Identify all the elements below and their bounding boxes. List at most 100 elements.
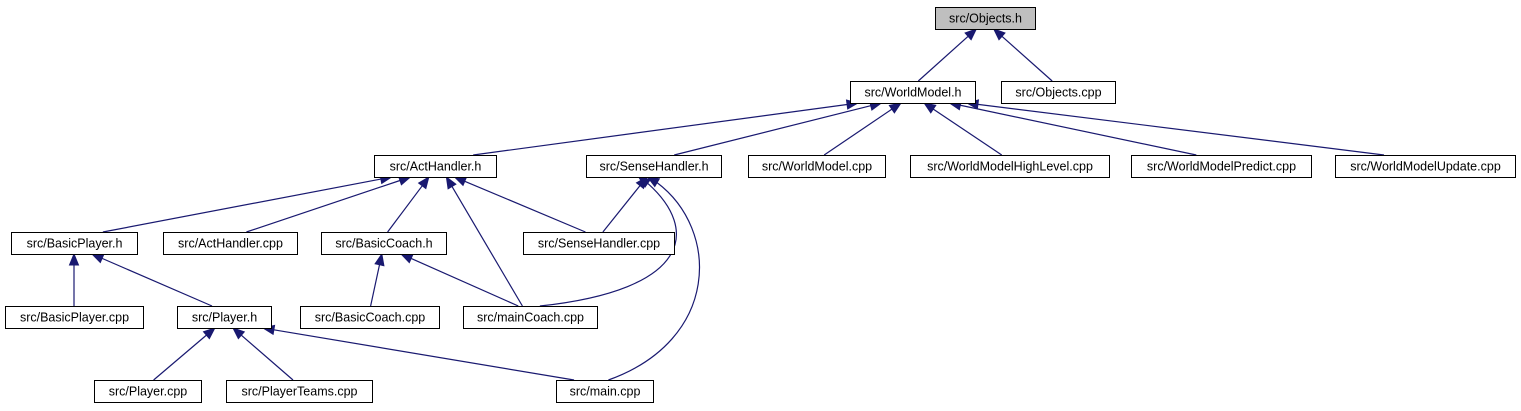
arrowhead-icon: [964, 28, 978, 41]
node-acthandler-h[interactable]: src/ActHandler.h: [374, 155, 497, 178]
node-box: [226, 380, 373, 403]
edge-line: [101, 257, 213, 307]
node-label: src/SenseHandler.cpp: [538, 237, 660, 251]
edge-line: [246, 179, 401, 233]
node-box: [300, 306, 440, 329]
edge-line: [102, 178, 381, 233]
edge-player-cpp-to-player-h: [153, 327, 216, 381]
node-worldmodel-h[interactable]: src/WorldModel.h: [850, 81, 976, 104]
arrowhead-icon: [445, 175, 457, 190]
node-box: [850, 81, 976, 104]
edge-objects-cpp-to-objects-h: [992, 28, 1053, 82]
nodes-layer: src/Objects.h src/WorldModel.h src/Objects…: [5, 7, 1516, 403]
node-label: src/PlayerTeams.cpp: [241, 385, 357, 399]
edge-playerteams-cpp-to-player-h: [232, 327, 294, 381]
node-label: src/BasicPlayer.cpp: [20, 311, 129, 325]
arrowhead-icon: [417, 175, 430, 190]
node-box: [523, 232, 675, 255]
node-box: [463, 306, 598, 329]
node-player-cpp[interactable]: src/Player.cpp: [94, 380, 202, 403]
edge-line: [153, 334, 207, 381]
node-box: [94, 380, 202, 403]
node-label: src/WorldModel.h: [864, 86, 961, 100]
edge-basiccoach-h-to-acthandler-h: [387, 175, 430, 233]
arrowhead-icon: [68, 252, 80, 266]
edge-basicplayer-cpp-to-basicplayer-h: [68, 252, 80, 306]
edge-line: [539, 182, 677, 307]
edges-layer: [68, 28, 1385, 381]
node-box: [374, 155, 497, 178]
edge-maincoach-cpp-to-sensehandler-h: [539, 176, 677, 307]
node-box: [935, 7, 1036, 30]
node-basiccoach-h[interactable]: src/BasicCoach.h: [321, 232, 447, 255]
edge-basiccoach-cpp-to-basiccoach-h: [370, 252, 385, 307]
arrowhead-icon: [202, 327, 216, 340]
node-label: src/main.cpp: [570, 385, 641, 399]
node-box: [1131, 155, 1312, 178]
node-label: src/WorldModelHighLevel.cpp: [927, 160, 1093, 174]
arrowhead-icon: [90, 253, 105, 264]
node-label: src/Objects.h: [949, 12, 1022, 26]
edge-line: [240, 334, 294, 381]
edge-line: [608, 182, 701, 381]
edge-line: [1001, 35, 1053, 82]
node-label: src/Player.cpp: [109, 385, 188, 399]
edge-worldmodelpredict-cpp-to-worldmodel-h: [948, 100, 1197, 156]
node-objects-h: src/Objects.h: [935, 7, 1036, 30]
node-label: src/Objects.cpp: [1015, 86, 1101, 100]
node-basiccoach-cpp[interactable]: src/BasicCoach.cpp: [300, 306, 440, 329]
edge-line: [451, 186, 523, 307]
node-worldmodelhighlevel-cpp[interactable]: src/WorldModelHighLevel.cpp: [910, 155, 1110, 178]
edge-line: [602, 185, 641, 233]
node-sensehandler-cpp[interactable]: src/SenseHandler.cpp: [523, 232, 675, 255]
edge-sensehandler-h-to-worldmodel-h: [674, 100, 883, 156]
edge-line: [410, 257, 519, 307]
edge-worldmodel-h-to-objects-h: [917, 28, 978, 82]
edge-line: [473, 103, 848, 156]
edge-line: [977, 103, 1385, 156]
node-label: src/WorldModelPredict.cpp: [1147, 160, 1296, 174]
edge-basicplayer-h-to-acthandler-h: [102, 173, 393, 233]
node-label: src/ActHandler.cpp: [178, 237, 283, 251]
node-player-h[interactable]: src/Player.h: [177, 306, 272, 329]
node-box: [910, 155, 1110, 178]
node-box: [5, 306, 144, 329]
node-label: src/BasicCoach.cpp: [315, 311, 426, 325]
edge-worldmodel-cpp-to-worldmodel-h: [823, 102, 903, 156]
node-worldmodelupdate-cpp[interactable]: src/WorldModelUpdate.cpp: [1335, 155, 1516, 178]
node-playerteams-cpp[interactable]: src/PlayerTeams.cpp: [226, 380, 373, 403]
edge-maincoach-cpp-to-basiccoach-h: [399, 253, 519, 307]
node-acthandler-cpp[interactable]: src/ActHandler.cpp: [163, 232, 298, 255]
node-label: src/SenseHandler.h: [599, 160, 708, 174]
edge-line: [823, 108, 893, 156]
node-worldmodel-cpp[interactable]: src/WorldModel.cpp: [748, 155, 886, 178]
edge-main-cpp-to-player-h: [261, 324, 575, 381]
node-label: src/ActHandler.h: [390, 160, 482, 174]
node-box: [1001, 81, 1116, 104]
arrowhead-icon: [232, 327, 246, 340]
node-box: [11, 232, 138, 255]
edge-line: [464, 180, 586, 233]
node-sensehandler-h[interactable]: src/SenseHandler.h: [586, 155, 722, 178]
node-basicplayer-cpp[interactable]: src/BasicPlayer.cpp: [5, 306, 144, 329]
node-maincoach-cpp[interactable]: src/mainCoach.cpp: [463, 306, 598, 329]
arrowhead-icon: [399, 253, 414, 264]
edge-line: [960, 104, 1197, 156]
node-box: [163, 232, 298, 255]
arrowhead-icon: [992, 28, 1006, 41]
edge-worldmodelhighlevel-cpp-to-worldmodel-h: [923, 102, 1003, 156]
edge-line: [674, 105, 871, 156]
node-basicplayer-h[interactable]: src/BasicPlayer.h: [11, 232, 138, 255]
edge-line: [273, 329, 575, 381]
edge-line: [370, 264, 381, 307]
edge-sensehandler-cpp-to-sensehandler-h: [602, 175, 648, 233]
node-box: [748, 155, 886, 178]
node-label: src/BasicPlayer.h: [27, 237, 123, 251]
node-box: [1335, 155, 1516, 178]
node-worldmodelpredict-cpp[interactable]: src/WorldModelPredict.cpp: [1131, 155, 1312, 178]
node-main-cpp[interactable]: src/main.cpp: [556, 380, 654, 403]
node-box: [556, 380, 654, 403]
edge-line: [917, 35, 969, 82]
node-objects-cpp[interactable]: src/Objects.cpp: [1001, 81, 1116, 104]
node-label: src/WorldModel.cpp: [762, 160, 872, 174]
